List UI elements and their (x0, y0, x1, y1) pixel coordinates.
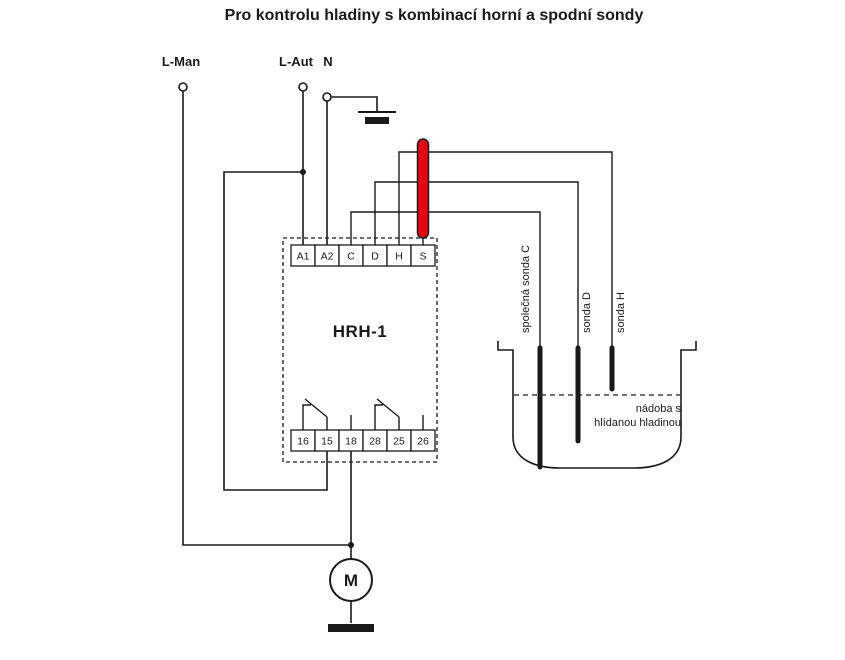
probe-label-d: sonda D (581, 292, 593, 333)
tank-outline (497, 341, 697, 469)
tank-caption-line2: hlídanou hladinou (594, 417, 681, 429)
terminal-label-a2: A2 (321, 251, 334, 263)
contact1-nc-stub (302, 404, 311, 430)
label-l-man: L-Man (162, 54, 200, 69)
wire-l-man (182, 91, 351, 546)
tank-caption-line1: nádoba s (636, 403, 682, 415)
terminal-label-15: 15 (321, 436, 333, 448)
wire-probe-c (350, 211, 541, 350)
probe-label-common-c: společná sonda C (520, 245, 532, 333)
relay-dashed-outline (282, 237, 438, 463)
wire-probe-h (398, 151, 613, 350)
terminal-circle-l-man (178, 82, 188, 92)
label-l-aut: L-Aut (279, 54, 314, 69)
terminal-label-d: D (371, 251, 379, 263)
earth-symbol-top-bar (365, 117, 389, 124)
probe-label-h: sonda H (615, 292, 627, 333)
contact1-arm (304, 398, 328, 418)
junction-dot-l-aut (300, 169, 306, 175)
motor-earth-bar (328, 624, 374, 632)
terminal-box-s (410, 244, 436, 267)
wire-probe-d (374, 181, 579, 350)
red-jumper-capsule (416, 138, 430, 239)
wire-terminal15-loop (223, 171, 328, 491)
label-n: N (323, 54, 332, 69)
contact2-nc-stub (374, 404, 383, 430)
terminal-label-25: 25 (393, 436, 405, 448)
relay-model-label: HRH-1 (333, 322, 387, 341)
terminal-label-16: 16 (297, 436, 309, 448)
terminal-label-26: 26 (417, 436, 429, 448)
terminal-label-a1: A1 (297, 251, 310, 263)
relay-contact-group-2 (374, 398, 424, 430)
relay-contact-group-1 (302, 398, 352, 430)
terminal-circle-n (322, 92, 332, 102)
relay-bottom-terminal-row: 16 15 18 28 25 26 (290, 429, 436, 452)
terminal-box-26 (410, 429, 436, 452)
terminal-label-28: 28 (369, 436, 381, 448)
terminal-label-18: 18 (345, 436, 357, 448)
terminal-label-c: C (347, 251, 355, 263)
relay-top-terminal-row: A1 A2 C D H S (290, 244, 436, 267)
junction-dot-motor (348, 542, 354, 548)
diagram-title: Pro kontrolu hladiny s kombinací horní a… (225, 7, 644, 24)
terminal-label-s: S (419, 251, 426, 263)
terminal-circle-l-aut (298, 82, 308, 92)
wire-n-earth-branch (330, 96, 378, 111)
terminal-label-h: H (395, 251, 403, 263)
motor-label: M (344, 571, 358, 590)
contact2-arm (376, 398, 400, 418)
